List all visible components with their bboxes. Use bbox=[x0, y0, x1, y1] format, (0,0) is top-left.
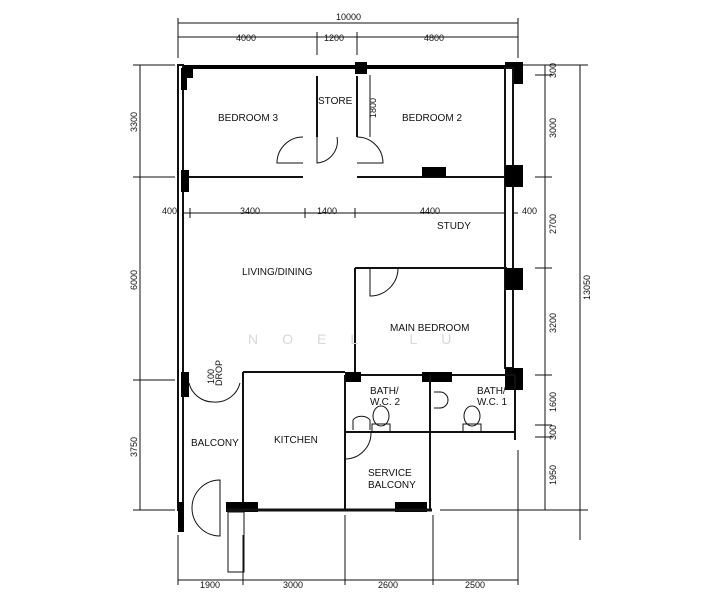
dim-right-4: 3200 bbox=[548, 313, 558, 333]
dim-top-2: 1200 bbox=[324, 33, 344, 43]
dim-left-1: 3300 bbox=[129, 112, 139, 132]
dim-store-depth: 1800 bbox=[368, 98, 378, 118]
dim-right-6: 300 bbox=[548, 425, 558, 440]
drop-label: DROP bbox=[214, 360, 224, 386]
room-label-service-balcony: SERVICE bbox=[368, 468, 412, 479]
dim-bottom-4: 2500 bbox=[465, 580, 485, 590]
room-label-main-bedroom: MAIN BEDROOM bbox=[390, 323, 469, 334]
dim-right-total: 13050 bbox=[582, 275, 592, 300]
dim-right-7: 1950 bbox=[548, 465, 558, 485]
dim-top-total: 10000 bbox=[336, 12, 361, 22]
room-label-bath-1-wc: W.C. 1 bbox=[477, 397, 507, 408]
fixtures bbox=[352, 391, 482, 433]
dim-mid-3: 1400 bbox=[317, 206, 337, 216]
room-label-bedroom-2: BEDROOM 2 bbox=[402, 113, 462, 124]
room-label-balcony: BALCONY bbox=[191, 438, 239, 449]
dim-top-1: 4000 bbox=[236, 33, 256, 43]
dim-bottom-1: 1900 bbox=[200, 580, 220, 590]
dim-mid-4: 4400 bbox=[420, 206, 440, 216]
room-label-service-balcony-2: BALCONY bbox=[368, 480, 416, 491]
dim-right-5: 1600 bbox=[548, 392, 558, 412]
dim-bottom-3: 2600 bbox=[378, 580, 398, 590]
room-label-bedroom-3: BEDROOM 3 bbox=[218, 113, 278, 124]
room-label-bath-2: BATH/ bbox=[370, 386, 399, 397]
dim-right-2: 3000 bbox=[548, 118, 558, 138]
dimension-lines bbox=[133, 18, 588, 585]
room-label-bath-2-wc: W.C. 2 bbox=[370, 397, 400, 408]
dim-right-1: 300 bbox=[548, 63, 558, 78]
drop-value: 100 bbox=[206, 369, 216, 384]
doors bbox=[188, 136, 399, 537]
room-label-kitchen: KITCHEN bbox=[274, 435, 318, 446]
dim-left-2: 6000 bbox=[129, 270, 139, 290]
dim-right-3: 2700 bbox=[548, 214, 558, 234]
room-label-store: STORE bbox=[318, 96, 353, 107]
walls bbox=[177, 62, 523, 573]
dim-top-3: 4800 bbox=[424, 33, 444, 43]
dim-mid-5: 400 bbox=[522, 206, 537, 216]
watermark: NOEL LU bbox=[248, 331, 475, 347]
room-label-bath-1: BATH/ bbox=[477, 386, 506, 397]
room-label-living-dining: LIVING/DINING bbox=[242, 267, 313, 278]
dim-bottom-2: 3000 bbox=[283, 580, 303, 590]
room-label-study: STUDY bbox=[437, 221, 471, 232]
dim-mid-1: 400 bbox=[162, 206, 177, 216]
dim-mid-2: 3400 bbox=[240, 206, 260, 216]
dim-left-3: 3750 bbox=[129, 437, 139, 457]
